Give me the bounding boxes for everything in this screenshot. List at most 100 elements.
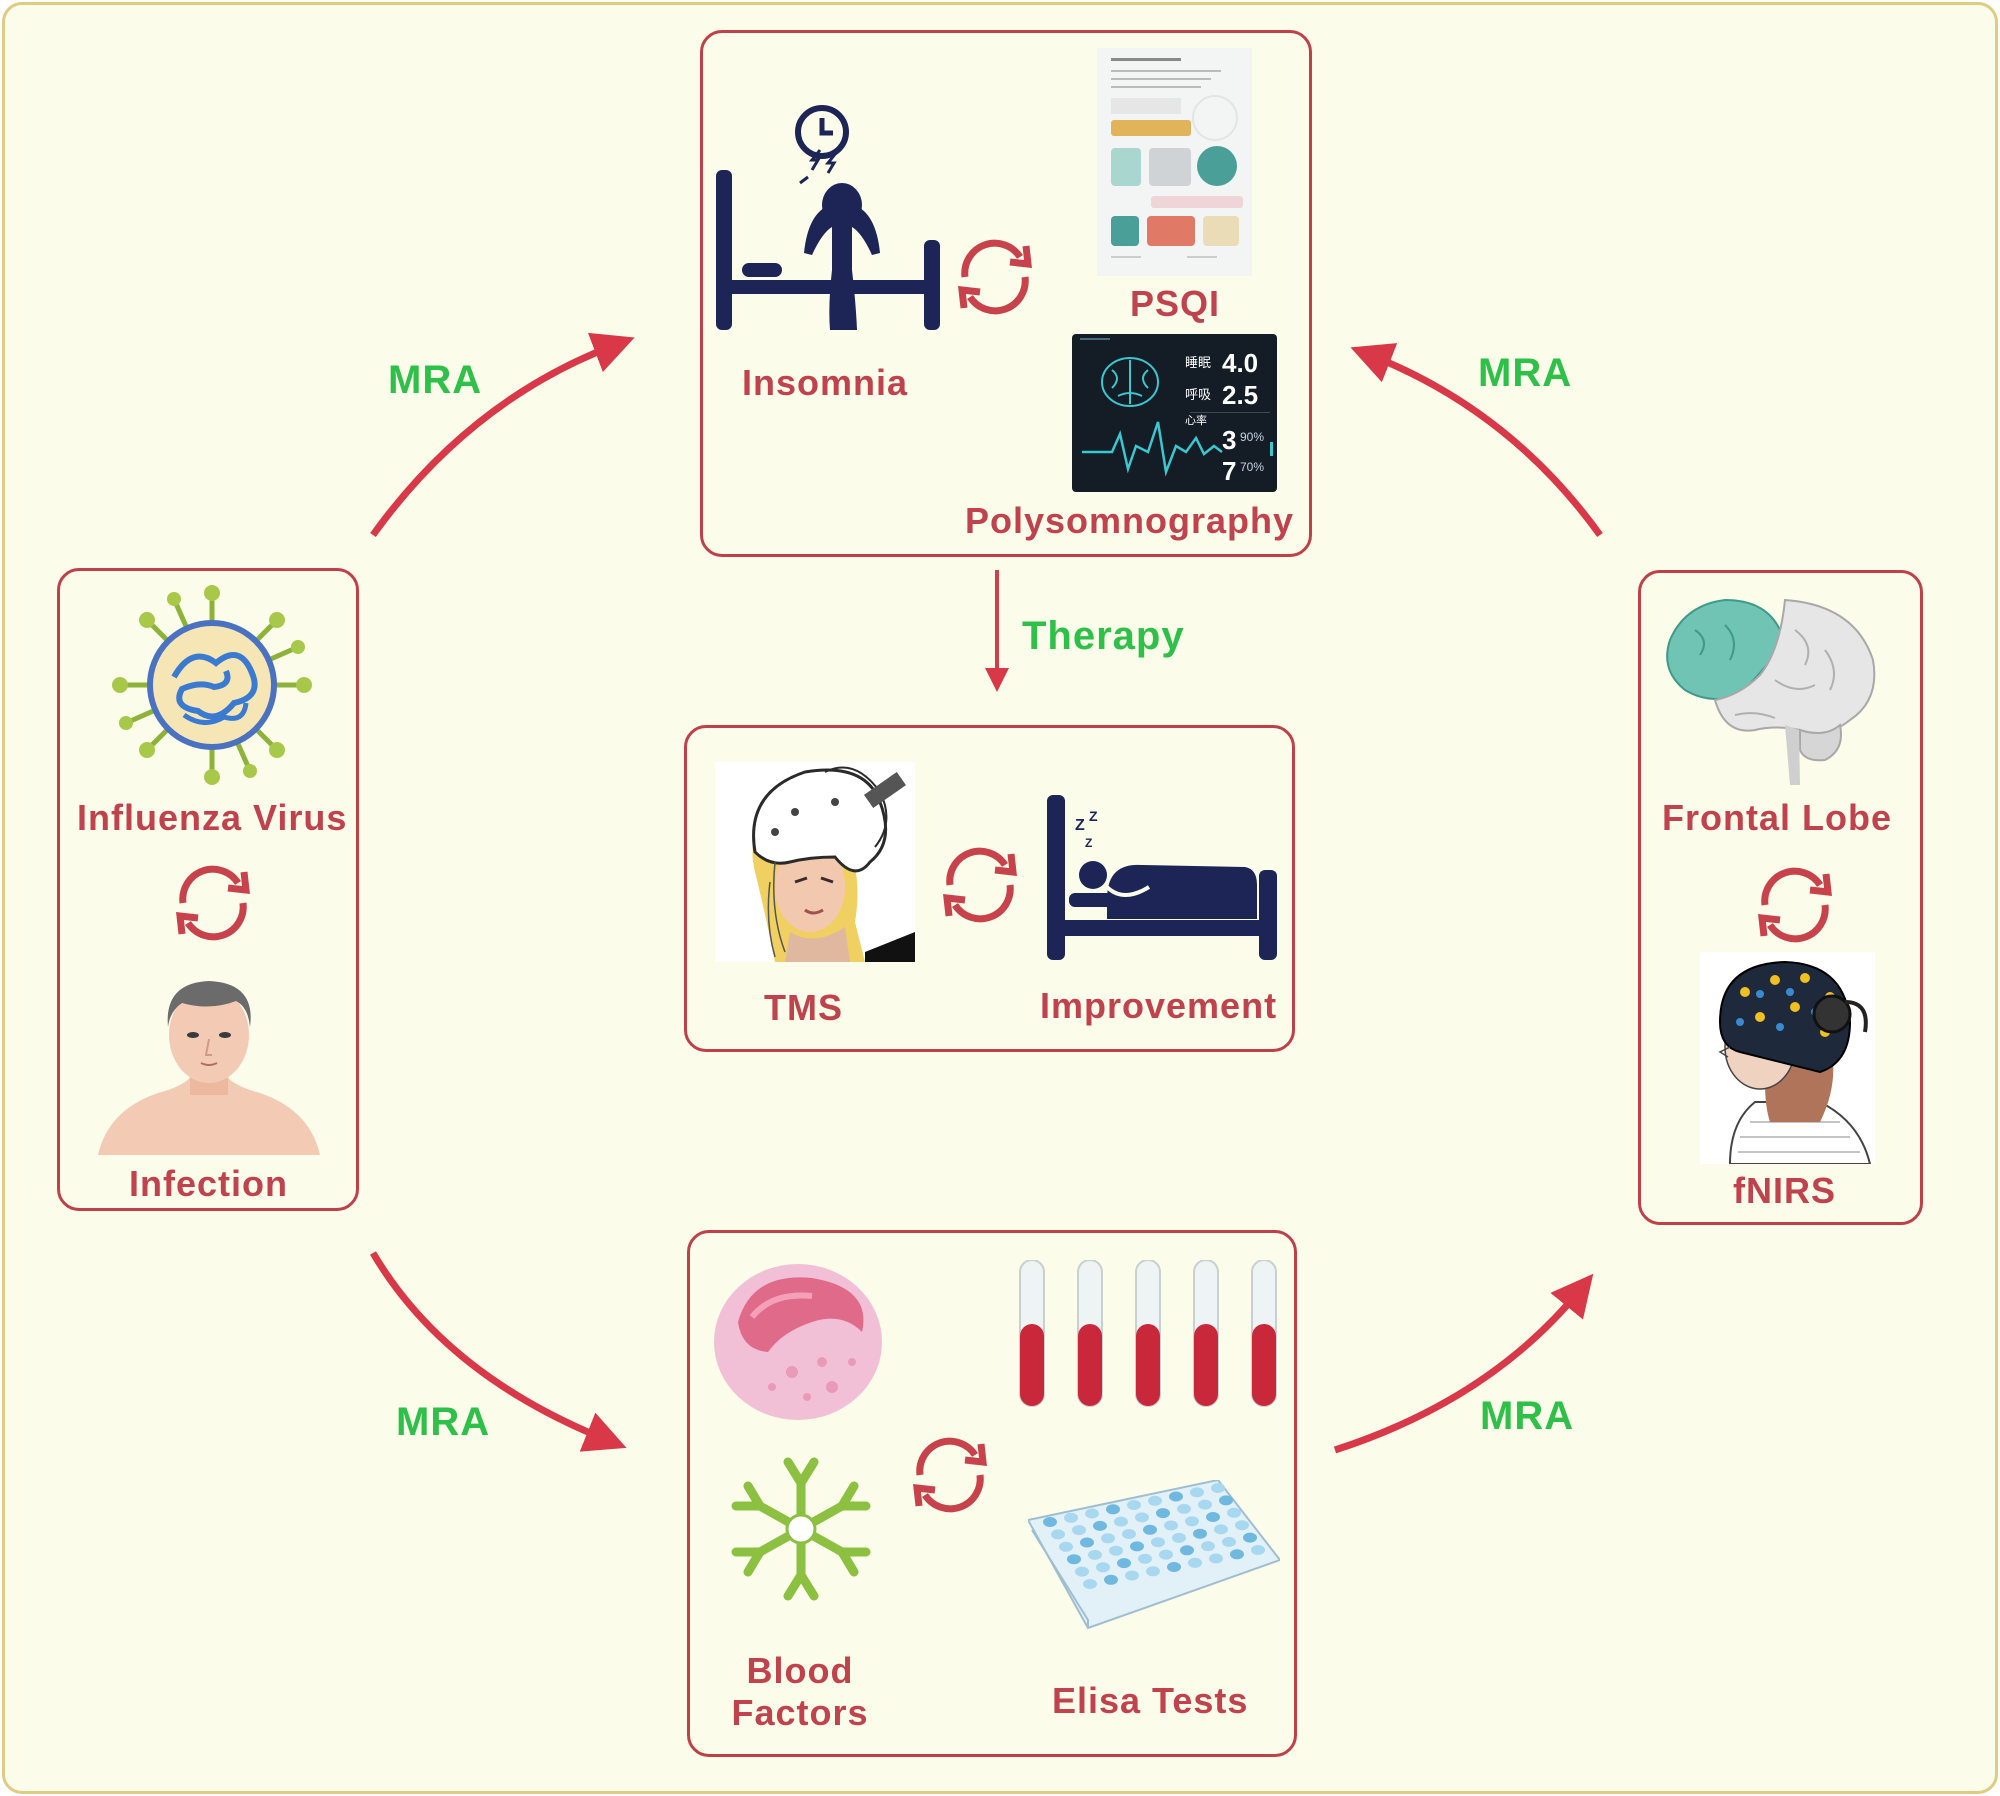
edge-label-therapy: Therapy: [1022, 614, 1185, 658]
arrow-blood-to-frontal: [1333, 1273, 1594, 1454]
elisa-well: [1206, 1512, 1220, 1522]
elisa-well: [1093, 1520, 1107, 1531]
elisa-well: [1185, 1516, 1199, 1527]
elisa-well: [1104, 1574, 1118, 1585]
elisa-well: [1138, 1553, 1152, 1564]
elisa-well: [1159, 1549, 1173, 1560]
monitor-pct-4: 70%: [1240, 460, 1265, 474]
elisa-well: [1143, 1524, 1157, 1535]
cycle-icon-virus-infection: [158, 848, 268, 958]
label-polysomnography: Polysomnography: [965, 500, 1295, 541]
elisa-well: [1067, 1554, 1081, 1565]
fnirs-headset-icon: [1700, 952, 1875, 1164]
label-tms: TMS: [764, 987, 843, 1028]
elisa-well: [1201, 1541, 1215, 1552]
arrow-infection-to-blood: [369, 1251, 627, 1452]
elisa-well: [1169, 1491, 1183, 1502]
elisa-well: [1122, 1529, 1136, 1539]
elisa-well: [1156, 1508, 1170, 1519]
elisa-well: [1167, 1562, 1181, 1572]
elisa-well: [1190, 1487, 1204, 1498]
svg-text:Z: Z: [1089, 808, 1098, 824]
elisa-well: [1251, 1545, 1265, 1555]
elisa-well: [1117, 1558, 1131, 1569]
edge-label-infection-to-insomnia: MRA: [388, 358, 483, 402]
edge-label-frontal-to-insomnia: MRA: [1478, 351, 1573, 395]
elisa-well: [1214, 1524, 1228, 1535]
elisa-well: [1059, 1541, 1073, 1552]
monitor-label-2: 呼吸: [1185, 387, 1212, 402]
monitor-value-3: 3: [1222, 425, 1237, 455]
elisa-plate-icon: [1028, 1480, 1280, 1630]
elisa-well: [1222, 1536, 1236, 1547]
elisa-well: [1164, 1520, 1178, 1531]
edge-label-infection-to-blood: MRA: [396, 1400, 491, 1444]
label-fnirs: fNIRS: [1733, 1170, 1836, 1211]
cycle-icon-tms-improvement: [925, 830, 1035, 940]
elisa-well: [1148, 1495, 1162, 1506]
elisa-well: [1109, 1545, 1123, 1556]
elisa-well: [1080, 1537, 1094, 1548]
label-improvement: Improvement: [1040, 985, 1278, 1026]
elisa-well: [1198, 1499, 1212, 1510]
svg-text:Z: Z: [1075, 817, 1085, 834]
cycle-icon-frontal-fnirs: [1740, 850, 1850, 960]
tms-coil-icon: [715, 762, 915, 962]
infected-person-icon: [98, 975, 320, 1155]
elisa-well: [1127, 1500, 1141, 1510]
elisa-well: [1219, 1495, 1233, 1506]
psqi-questionnaire-icon: [1097, 48, 1252, 276]
svg-text:Z: Z: [1085, 836, 1092, 850]
monitor-value-4: 7: [1222, 456, 1237, 486]
label-elisa-tests: Elisa Tests: [1052, 1680, 1249, 1721]
elisa-well: [1130, 1541, 1144, 1552]
elisa-well: [1146, 1566, 1160, 1577]
elisa-well: [1151, 1537, 1165, 1548]
monitor-value-2: 2.5: [1222, 380, 1259, 410]
influenza-virus-icon: [112, 585, 312, 785]
elisa-well: [1075, 1566, 1089, 1577]
elisa-well: [1193, 1528, 1207, 1539]
elisa-well: [1172, 1532, 1186, 1543]
elisa-well: [1135, 1512, 1149, 1523]
label-infection: Infection: [129, 1163, 288, 1204]
antibody-cluster-icon: [720, 1448, 882, 1610]
test-tubes-icon: [1010, 1260, 1280, 1410]
elisa-well: [1106, 1504, 1120, 1515]
label-frontal-lobe: Frontal Lobe: [1662, 797, 1892, 838]
arrow-frontal-to-insomnia: [1350, 343, 1603, 538]
monitor-value-1: 4.0: [1222, 348, 1259, 378]
elisa-well: [1227, 1507, 1241, 1518]
elisa-well: [1230, 1549, 1244, 1560]
label-insomnia: Insomnia: [742, 362, 909, 403]
label-psqi: PSQI: [1130, 283, 1221, 324]
elisa-well: [1114, 1516, 1128, 1527]
elisa-well: [1064, 1512, 1078, 1523]
insomnia-person-icon: [712, 105, 942, 335]
elisa-well: [1243, 1532, 1257, 1543]
blood-cell-icon: [712, 1262, 884, 1422]
elisa-well: [1209, 1553, 1223, 1564]
elisa-well: [1188, 1557, 1202, 1568]
monitor-label-3: 心率: [1185, 415, 1207, 427]
elisa-well: [1043, 1517, 1057, 1527]
elisa-well: [1083, 1579, 1097, 1589]
polysomnography-monitor-icon: [1072, 334, 1277, 492]
edge-label-blood-to-frontal: MRA: [1480, 1394, 1575, 1438]
elisa-well: [1211, 1483, 1225, 1493]
sleeping-person-icon: Z Z Z: [1045, 795, 1278, 960]
elisa-well: [1088, 1549, 1102, 1560]
elisa-well: [1180, 1545, 1194, 1556]
elisa-well: [1101, 1533, 1115, 1544]
brain-frontal-lobe-icon: [1665, 590, 1880, 785]
elisa-well: [1085, 1508, 1099, 1519]
cycle-icon-blood-elisa: [895, 1420, 1005, 1530]
label-blood-factors: Blood Factors: [731, 1650, 869, 1733]
elisa-well: [1072, 1525, 1086, 1536]
elisa-well: [1125, 1570, 1139, 1581]
arrow-infection-to-insomnia: [370, 332, 635, 538]
label-influenza-virus: Influenza Virus: [77, 797, 348, 838]
elisa-well: [1051, 1529, 1065, 1540]
elisa-well: [1177, 1503, 1191, 1514]
